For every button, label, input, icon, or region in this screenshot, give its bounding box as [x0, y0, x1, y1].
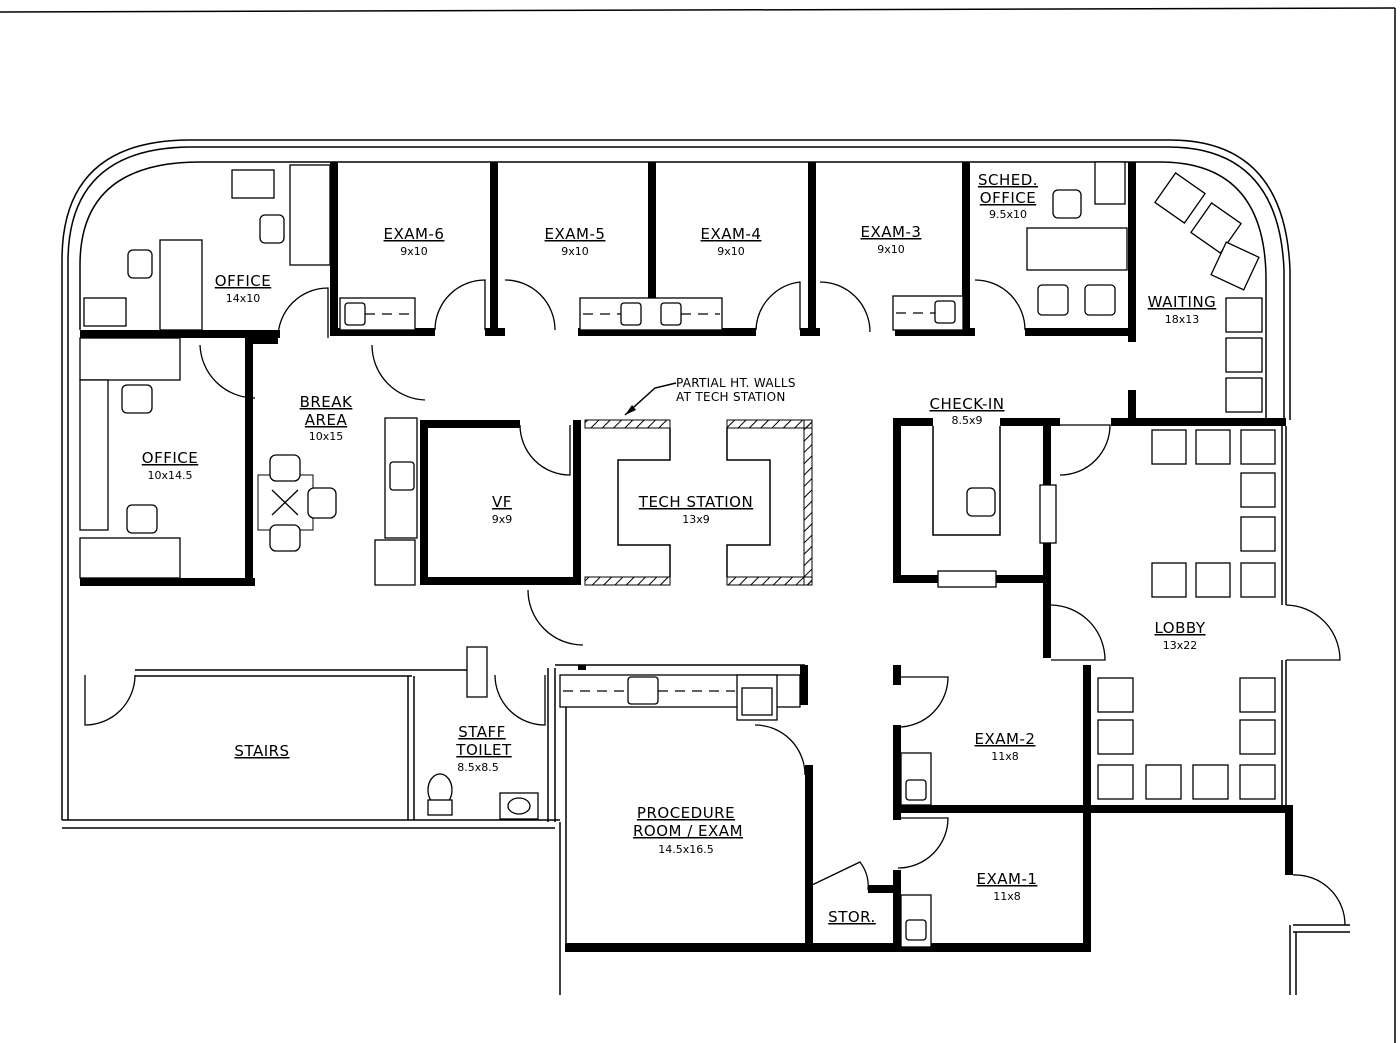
svg-text:11x8: 11x8: [993, 890, 1021, 903]
svg-text:PARTIAL HT. WALLS: PARTIAL HT. WALLS: [676, 376, 796, 390]
svg-text:TECH STATION: TECH STATION: [638, 493, 753, 511]
room-exam-6[interactable]: EXAM-6 9x10: [384, 225, 445, 258]
svg-text:ROOM / EXAM: ROOM / EXAM: [633, 822, 743, 840]
svg-text:CHECK-IN: CHECK-IN: [929, 395, 1004, 413]
walls: [80, 162, 1350, 995]
svg-text:9x10: 9x10: [717, 245, 745, 258]
svg-text:LOBBY: LOBBY: [1154, 619, 1205, 637]
svg-text:AREA: AREA: [305, 411, 348, 429]
room-stairs[interactable]: STAIRS: [234, 742, 289, 760]
sheet-border-top: [0, 7, 1396, 13]
room-exam-3[interactable]: EXAM-3 9x10: [861, 223, 922, 256]
partial-height-walls: [584, 419, 813, 586]
room-break-area[interactable]: BREAK AREA 10x15: [300, 393, 353, 443]
svg-text:11x8: 11x8: [991, 750, 1019, 763]
room-exam-2[interactable]: EXAM-2 11x8: [975, 730, 1036, 763]
room-office-w[interactable]: OFFICE 10x14.5: [142, 449, 198, 482]
room-vf[interactable]: VF 9x9: [492, 493, 513, 526]
svg-text:13x22: 13x22: [1163, 639, 1198, 652]
svg-text:OFFICE: OFFICE: [142, 449, 198, 467]
room-storage[interactable]: STOR.: [828, 908, 876, 926]
svg-text:SCHED.: SCHED.: [978, 171, 1038, 189]
room-exam-5[interactable]: EXAM-5 9x10: [545, 225, 606, 258]
svg-text:9x9: 9x9: [492, 513, 513, 526]
svg-text:AT TECH STATION: AT TECH STATION: [676, 390, 786, 404]
room-staff-toilet[interactable]: STAFF TOILET 8.5x8.5: [455, 723, 512, 774]
room-exam-1[interactable]: EXAM-1 11x8: [977, 870, 1038, 903]
doors: [84, 279, 1346, 926]
svg-text:9x10: 9x10: [877, 243, 905, 256]
svg-text:OFFICE: OFFICE: [980, 189, 1036, 207]
room-check-in[interactable]: CHECK-IN 8.5x9: [929, 395, 1004, 427]
svg-text:EXAM-4: EXAM-4: [701, 225, 762, 243]
svg-text:EXAM-2: EXAM-2: [975, 730, 1036, 748]
svg-text:9x10: 9x10: [400, 245, 428, 258]
furniture: [79, 161, 1276, 948]
room-office-nw[interactable]: OFFICE 14x10: [215, 272, 271, 305]
svg-text:14x10: 14x10: [226, 292, 261, 305]
svg-text:OFFICE: OFFICE: [215, 272, 271, 290]
svg-text:9.5x10: 9.5x10: [989, 208, 1027, 221]
svg-text:14.5x16.5: 14.5x16.5: [658, 843, 714, 856]
svg-text:TOILET: TOILET: [455, 741, 512, 759]
room-sched-office[interactable]: SCHED. OFFICE 9.5x10: [978, 171, 1038, 221]
svg-text:EXAM-3: EXAM-3: [861, 223, 922, 241]
room-lobby[interactable]: LOBBY 13x22: [1154, 619, 1205, 652]
room-procedure[interactable]: PROCEDURE ROOM / EXAM 14.5x16.5: [633, 804, 743, 856]
svg-text:EXAM-1: EXAM-1: [977, 870, 1038, 888]
svg-text:STAFF: STAFF: [458, 723, 506, 741]
svg-text:EXAM-5: EXAM-5: [545, 225, 606, 243]
room-waiting[interactable]: WAITING 18x13: [1148, 293, 1217, 326]
svg-text:STAIRS: STAIRS: [234, 742, 289, 760]
svg-text:10x15: 10x15: [309, 430, 344, 443]
svg-text:13x9: 13x9: [682, 513, 710, 526]
svg-text:8.5x9: 8.5x9: [951, 414, 982, 427]
svg-text:8.5x8.5: 8.5x8.5: [457, 761, 499, 774]
svg-text:9x10: 9x10: [561, 245, 589, 258]
svg-text:EXAM-6: EXAM-6: [384, 225, 445, 243]
room-tech-station[interactable]: TECH STATION 13x9: [638, 493, 753, 526]
svg-text:18x13: 18x13: [1165, 313, 1200, 326]
svg-text:BREAK: BREAK: [300, 393, 353, 411]
svg-text:STOR.: STOR.: [828, 908, 876, 926]
exterior-wall: [61, 139, 1291, 829]
room-exam-4[interactable]: EXAM-4 9x10: [701, 225, 762, 258]
svg-text:WAITING: WAITING: [1148, 293, 1217, 311]
svg-text:10x14.5: 10x14.5: [148, 469, 193, 482]
svg-text:VF: VF: [492, 493, 512, 511]
svg-text:PROCEDURE: PROCEDURE: [637, 804, 735, 822]
partial-walls-note: PARTIAL HT. WALLS AT TECH STATION: [624, 376, 796, 416]
